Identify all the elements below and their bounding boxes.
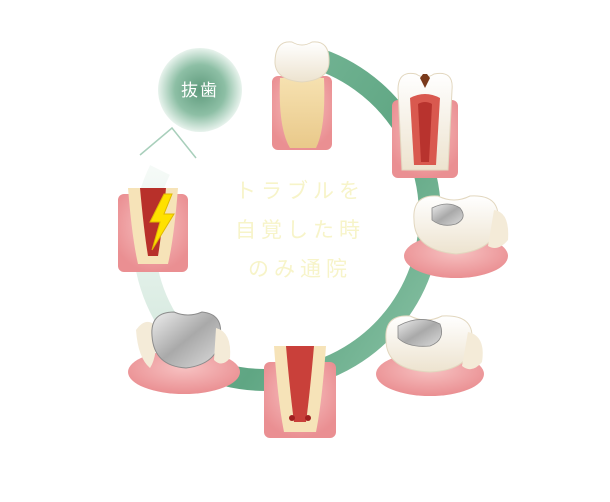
center-caption: トラブルを 自覚した時 のみ通院: [200, 172, 400, 289]
cracked-tooth-icon: [118, 188, 188, 272]
refilled-molar-icon: [376, 315, 484, 396]
pulp-infection-tooth-icon: [264, 346, 336, 438]
cavity-tooth-icon: [392, 72, 458, 178]
crowned-molar-icon: [128, 311, 240, 394]
filled-molar-icon: [404, 195, 509, 278]
arrow-head: [139, 126, 197, 159]
center-caption-line-3: のみ通院: [248, 257, 352, 281]
center-caption-line-2: 自覚した時: [235, 218, 365, 242]
center-caption-line-1: トラブルを: [235, 179, 365, 203]
extraction-bubble: [158, 48, 242, 132]
healthy-tooth-icon: [272, 41, 332, 150]
extraction-label: 抜歯: [181, 81, 219, 101]
lightning-icon: [149, 193, 175, 251]
